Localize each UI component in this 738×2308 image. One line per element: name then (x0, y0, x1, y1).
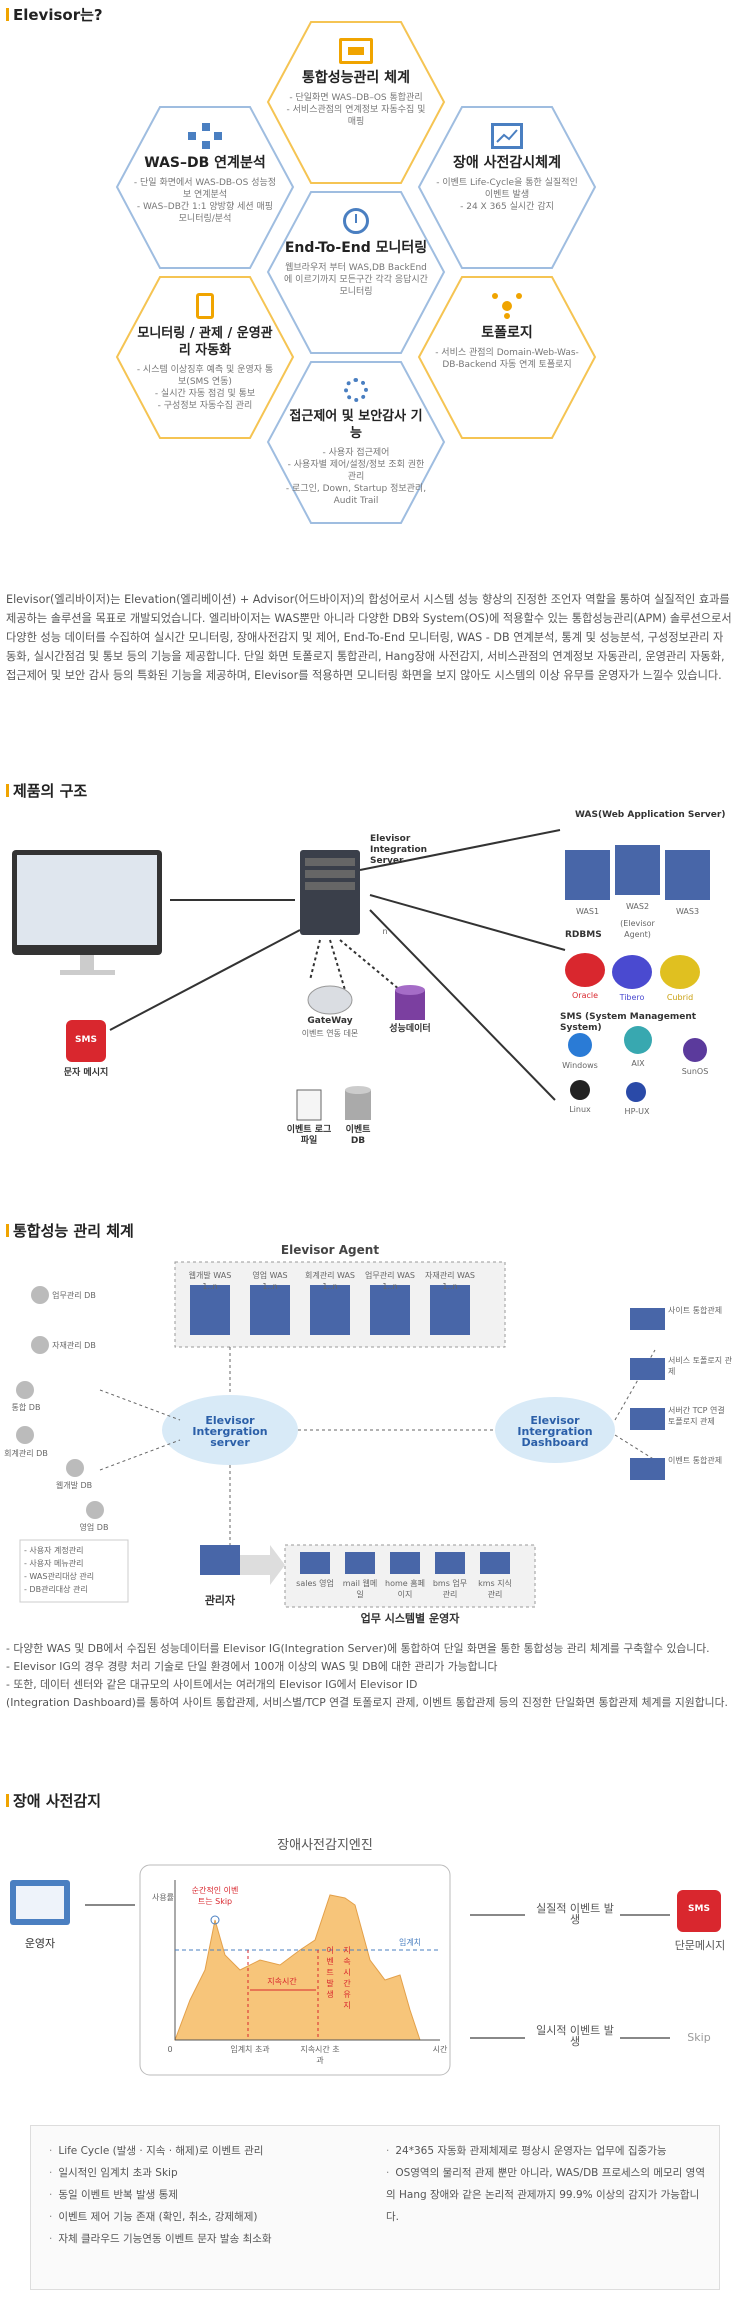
hex-integrated: 통합성능관리 체계 - 단일화면 WAS–DB–OS 통합관리- 서비스관점의 … (266, 20, 446, 185)
hex-e2e: End-To-End 모니터링 웹브라우저 부터 WAS,DB BackEnd에… (266, 190, 446, 355)
stopwatch-icon (343, 208, 369, 234)
chart-board-icon (491, 123, 523, 149)
section-title-integrated: 통합성능 관리 체계 (6, 1220, 134, 1241)
network-icon (188, 123, 222, 149)
fault-diagram (10, 1864, 721, 2076)
structure-diagram (12, 829, 710, 1121)
gear-icon (344, 378, 368, 402)
hex-title: 통합성능관리 체계 (302, 70, 410, 86)
hex-access: 접근제어 및 보안감사 기능 - 사용자 접근제어- 사용자별 제어/설정/정보… (266, 360, 446, 525)
phone-alert-icon (196, 293, 214, 319)
section-title-fault: 장애 사전감지 (6, 1790, 101, 1811)
monitor-icon (339, 38, 373, 64)
integrated-notes: - 다양한 WAS 및 DB에서 수집된 성능데이터를 Elevisor IG(… (6, 1642, 728, 1709)
hex-fault: 장애 사전감시체계 - 이벤트 Life-Cycle을 통한 실질적인 이벤트 … (417, 105, 597, 270)
hex-wasdb: WAS–DB 연계분석 - 단일 화면에서 WAS-DB-OS 성능정보 연계분… (115, 105, 295, 270)
server-label: Elevisor Integration Server (370, 834, 428, 866)
topology-icon (492, 293, 522, 319)
hex-topology: 토폴로지 - 서비스 관점의 Domain-Web-Was-DB-Backend… (417, 275, 597, 440)
integrated-diagram (16, 1261, 665, 1608)
section-title-intro: Elevisor는? (6, 4, 103, 25)
fault-feature-box: Life Cycle (발생 · 지속 · 해제)로 이벤트 관리 일시적인 임… (30, 2125, 720, 2290)
hex-monitor: 모니터링 / 관제 / 운영관리 자동화 - 시스템 이상징후 예측 및 운영자… (115, 275, 295, 440)
was-title: WAS(Web Application Server) (575, 810, 726, 820)
intro-paragraph: Elevisor(엘리바이저)는 Elevation(엘리베이션) + Advi… (6, 593, 732, 682)
section-title-structure: 제품의 구조 (6, 780, 87, 801)
